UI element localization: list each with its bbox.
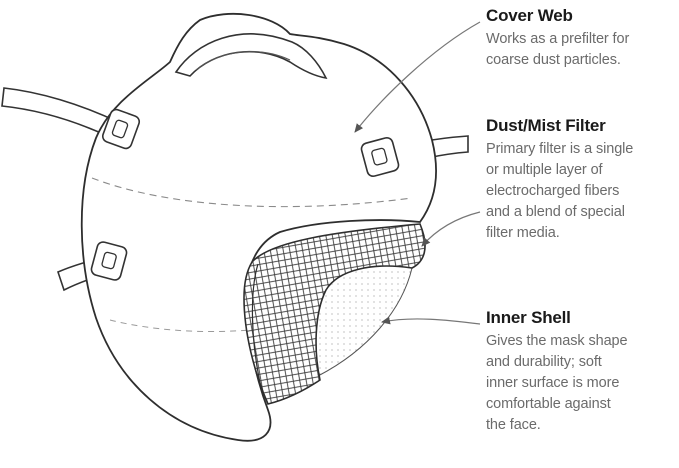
callout-inner-shell: Inner Shell Gives the mask shape and dur… — [486, 308, 676, 436]
callout-line: the face. — [486, 415, 676, 436]
callout-description: Gives the mask shape and durability; sof… — [486, 331, 676, 436]
callout-line: Gives the mask shape — [486, 331, 676, 352]
inner-shell-arrow — [382, 319, 480, 324]
callout-line: electrocharged fibers — [486, 181, 676, 202]
callout-cover-web: Cover Web Works as a prefilter for coars… — [486, 6, 676, 71]
callout-title: Inner Shell — [486, 308, 676, 328]
callout-line: and durability; soft — [486, 352, 676, 373]
callout-title: Dust/Mist Filter — [486, 116, 676, 136]
callout-dust-mist-filter: Dust/Mist Filter Primary filter is a sin… — [486, 116, 676, 244]
callout-line: coarse dust particles. — [486, 50, 676, 71]
callout-title: Cover Web — [486, 6, 676, 26]
callout-line: comfortable against — [486, 394, 676, 415]
callout-line: or multiple layer of — [486, 160, 676, 181]
callout-line: Works as a prefilter for — [486, 29, 676, 50]
callout-description: Primary filter is a single or multiple l… — [486, 139, 676, 244]
callout-description: Works as a prefilter for coarse dust par… — [486, 29, 676, 71]
callout-line: and a blend of special — [486, 202, 676, 223]
dust-mist-filter-arrow — [422, 212, 480, 246]
callout-line: inner surface is more — [486, 373, 676, 394]
callout-line: filter media. — [486, 223, 676, 244]
callout-line: Primary filter is a single — [486, 139, 676, 160]
